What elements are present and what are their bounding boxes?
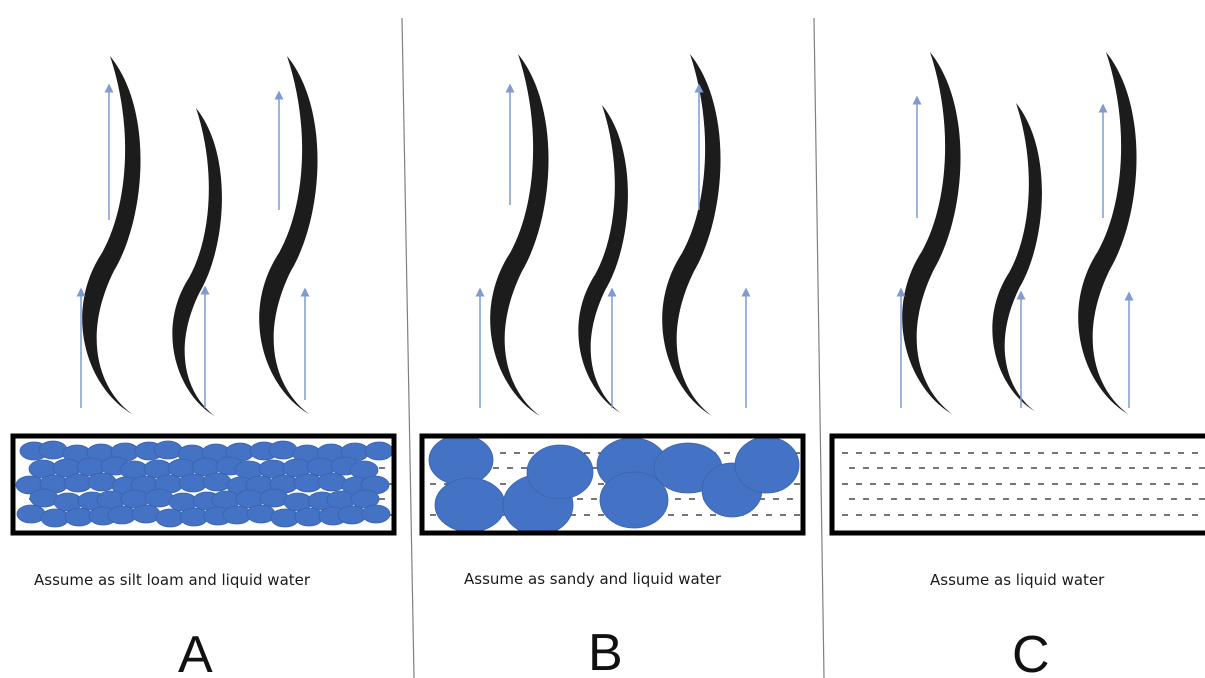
- sand-particle: [527, 445, 593, 499]
- silt-particle: [203, 473, 231, 491]
- panel-c: Assume as liquid water C: [832, 52, 1205, 678]
- caption: Assume as liquid water: [930, 571, 1105, 589]
- steam-wave-icon: [82, 56, 140, 414]
- silt-particle: [39, 441, 67, 459]
- silt-particle: [88, 473, 116, 491]
- steam-wave-icon: [578, 105, 628, 413]
- silt-particle: [365, 442, 393, 460]
- silt-particle: [318, 473, 346, 491]
- steam-wave-icon: [662, 54, 720, 416]
- water-dashes: [842, 453, 1205, 515]
- sand-particles: [429, 435, 799, 535]
- silt-particle: [154, 441, 182, 459]
- steam-wave-icon: [259, 56, 317, 414]
- steam-wave-icon: [490, 54, 548, 416]
- silt-particle: [132, 505, 160, 523]
- steam-group: [490, 54, 720, 416]
- silt-loam-particles: [16, 441, 393, 527]
- panel-divider: [814, 18, 824, 678]
- sand-particle: [429, 435, 493, 485]
- steam-wave-icon: [992, 103, 1042, 411]
- steam-wave-icon: [1078, 52, 1136, 414]
- steam-wave-icon: [172, 108, 222, 416]
- silt-particle: [269, 441, 297, 459]
- silt-particle: [260, 489, 288, 507]
- caption: Assume as sandy and liquid water: [464, 570, 722, 588]
- silt-particle: [362, 505, 390, 523]
- sand-particle: [435, 478, 505, 532]
- panel-label: B: [588, 624, 623, 678]
- silt-particle: [17, 505, 45, 523]
- panel-label: C: [1012, 626, 1050, 678]
- silt-particle: [145, 489, 173, 507]
- panel-label: A: [178, 626, 213, 678]
- panel-divider: [402, 18, 414, 678]
- panel-b: Assume as sandy and liquid water B: [422, 54, 803, 678]
- sand-particle: [600, 472, 668, 528]
- steam-wave-icon: [902, 52, 960, 414]
- sand-particle: [735, 437, 799, 493]
- silt-particle: [247, 505, 275, 523]
- silt-particle: [30, 489, 58, 507]
- caption: Assume as silt loam and liquid water: [34, 571, 311, 589]
- steam-group: [82, 56, 317, 416]
- panel-a: Assume as silt loam and liquid water A: [13, 56, 394, 678]
- steam-group: [902, 52, 1136, 414]
